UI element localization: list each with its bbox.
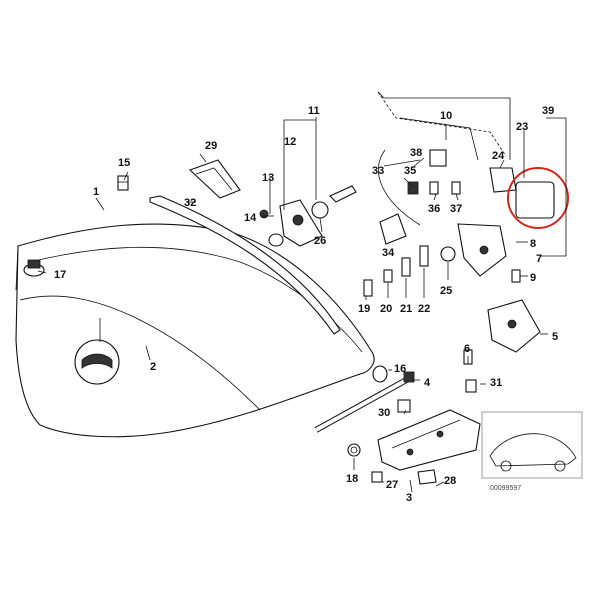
reference-code: 00099597 <box>490 485 521 492</box>
part-label-21: 21 <box>400 303 412 315</box>
highlight-circle <box>507 167 569 229</box>
part-label-34: 34 <box>382 247 395 259</box>
car-inset <box>481 411 583 479</box>
part-label-23: 23 <box>516 121 528 133</box>
part-label-15: 15 <box>118 157 130 169</box>
part-label-39: 39 <box>542 105 554 117</box>
part-label-5: 5 <box>552 331 558 343</box>
part-label-30: 30 <box>378 407 390 419</box>
part-label-29: 29 <box>205 140 217 152</box>
part-label-27: 27 <box>386 479 398 491</box>
part-labels: 1 2 3 4 5 6 7 8 9 10 11 12 13 14 15 16 1… <box>54 105 558 504</box>
bumper-stop <box>117 175 129 191</box>
part-label-13: 13 <box>262 172 274 184</box>
handle-29 <box>188 159 241 199</box>
part-label-8: 8 <box>530 238 536 250</box>
part-label-26: 26 <box>314 235 326 247</box>
part-label-25: 25 <box>440 285 452 297</box>
part-label-33: 33 <box>372 165 384 177</box>
part-label-24: 24 <box>492 150 505 162</box>
part-label-18: 18 <box>346 473 358 485</box>
part-label-7: 7 <box>536 253 542 265</box>
hinge-3 <box>377 399 481 471</box>
part-label-6: 6 <box>464 343 470 355</box>
cable <box>377 91 507 226</box>
part-label-17: 17 <box>54 269 66 281</box>
part-label-16: 16 <box>394 363 406 375</box>
part-label-37: 37 <box>450 203 462 215</box>
part-label-28: 28 <box>444 475 456 487</box>
part-label-10: 10 <box>440 110 452 122</box>
small-clips <box>379 149 461 245</box>
torsion-rod <box>314 371 415 433</box>
small-fasteners <box>347 349 477 485</box>
part-label-20: 20 <box>380 303 392 315</box>
part-label-3: 3 <box>406 492 412 504</box>
part-label-12: 12 <box>284 136 296 148</box>
part-label-19: 19 <box>358 303 370 315</box>
striker-5 <box>487 299 541 353</box>
part-label-2: 2 <box>150 361 156 373</box>
trunk-lid <box>15 223 375 438</box>
part-label-36: 36 <box>428 203 440 215</box>
part-label-14: 14 <box>244 212 257 224</box>
part-label-1: 1 <box>93 186 99 198</box>
part-label-4: 4 <box>424 377 431 389</box>
part-label-11: 11 <box>308 105 320 117</box>
part-label-9: 9 <box>530 272 536 284</box>
buffer-17 <box>23 259 45 277</box>
trim-strip <box>149 195 341 335</box>
leader-lines <box>37 91 567 493</box>
part-label-31: 31 <box>490 377 502 389</box>
seal-detail <box>74 339 120 385</box>
part-label-35: 35 <box>404 165 416 177</box>
part-label-22: 22 <box>418 303 430 315</box>
lock-cylinder <box>259 185 357 247</box>
part-label-38: 38 <box>410 147 422 159</box>
part-label-32: 32 <box>184 197 196 209</box>
